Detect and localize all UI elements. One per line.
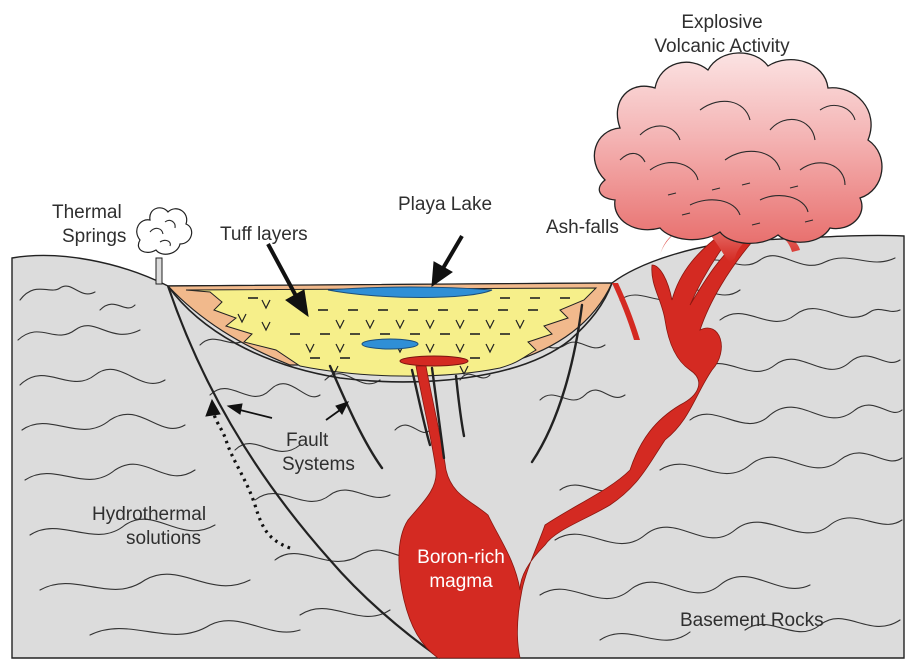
fault-systems-label-2: Systems — [282, 454, 355, 475]
playa-lake-arrowhead — [432, 262, 452, 286]
thermal-springs-label-2: Springs — [62, 226, 126, 247]
magma-lens — [400, 356, 468, 366]
playa-lake-arrow — [442, 236, 462, 270]
ash-falls-label: Ash-falls — [546, 217, 619, 238]
basement-rocks-label: Basement Rocks — [680, 610, 824, 631]
hydrothermal-label-2: solutions — [126, 528, 201, 549]
thermal-spring — [137, 208, 192, 284]
volcanic-activity-label-1: Explosive — [681, 12, 762, 33]
eruption-cloud — [594, 53, 882, 262]
volcanic-activity-label-2: Volcanic Activity — [654, 36, 790, 57]
buried-brine-lens — [362, 339, 418, 349]
tuff-layers-label: Tuff layers — [220, 224, 308, 245]
fault-systems-label-1: Fault — [286, 430, 329, 451]
thermal-springs-label-1: Thermal — [52, 202, 122, 223]
magma-label-1: Boron-rich — [417, 547, 505, 568]
hydrothermal-label-1: Hydrothermal — [92, 504, 206, 525]
magma-label-2: magma — [429, 571, 493, 592]
playa-lake-label: Playa Lake — [398, 194, 492, 215]
